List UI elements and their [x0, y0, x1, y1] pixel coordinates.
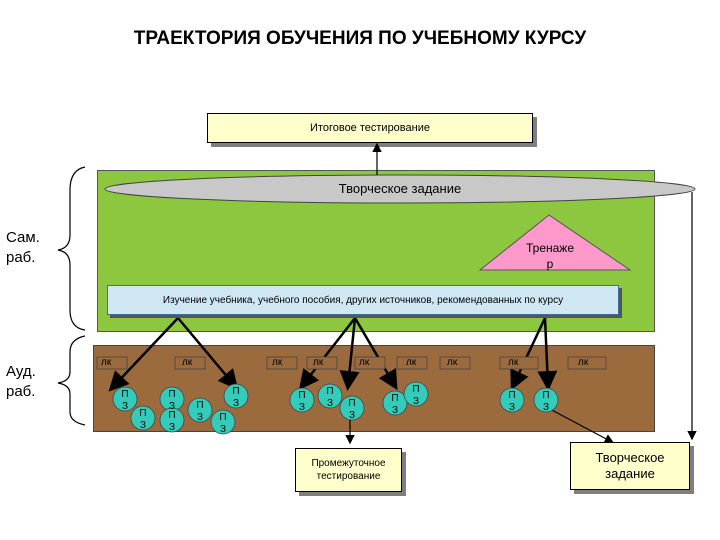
pz-circle — [403, 381, 429, 407]
pz-top: П — [298, 390, 306, 401]
pz-circle — [187, 397, 213, 423]
pz-top: П — [542, 390, 550, 401]
creative-task-box-label: Творческое задание — [595, 450, 665, 481]
pz-bottom: З — [168, 422, 176, 433]
creative-task-oval — [104, 174, 696, 204]
class-work-line2: раб. — [6, 383, 36, 400]
final-test-box: Итоговое тестирование — [207, 113, 533, 143]
pz-top: П — [326, 386, 334, 397]
pz-circle — [533, 387, 559, 413]
pz-circle — [112, 386, 138, 412]
study-materials-box: Изучение учебника, учебного пособия, дру… — [107, 285, 619, 315]
creative-task-oval-label: Творческое задание — [338, 181, 462, 196]
lecture-label: лк — [313, 357, 324, 368]
lecture-label: лк — [447, 357, 458, 368]
pz-bottom: З — [542, 402, 550, 413]
pz-top: П — [508, 390, 516, 401]
pz-top: П — [168, 389, 176, 400]
lecture-label: лк — [101, 357, 112, 368]
pz-top: П — [232, 386, 240, 397]
self-work-line1: Сам. — [6, 229, 40, 246]
trainer-line1: Тренаже — [525, 241, 574, 255]
lecture-label: лк — [359, 357, 370, 368]
pz-top: П — [139, 408, 147, 419]
pz-circle — [499, 387, 525, 413]
pz-circle — [130, 405, 156, 431]
pz-bottom: З — [168, 401, 176, 412]
creative-task-box: Творческое задание — [570, 442, 690, 490]
pz-bottom: З — [139, 420, 147, 431]
final-test-label: Итоговое тестирование — [310, 122, 430, 134]
pz-top: П — [412, 384, 420, 395]
pz-bottom: З — [412, 396, 420, 407]
pz-circle — [289, 387, 315, 413]
pz-bottom: З — [326, 398, 334, 409]
intermediate-test-box: Промежуточное тестирование — [295, 448, 402, 492]
pz-bottom: З — [232, 398, 240, 409]
class-work-brace — [57, 335, 86, 426]
pz-top: П — [391, 393, 399, 404]
trainer-triangle — [478, 214, 632, 271]
pz-circle — [159, 407, 185, 433]
lecture-label: лк — [508, 357, 519, 368]
lecture-label: лк — [578, 357, 589, 368]
pz-bottom: З — [196, 412, 204, 423]
pz-bottom: З — [508, 402, 516, 413]
pz-top: П — [168, 410, 176, 421]
self-work-line2: раб. — [6, 249, 36, 266]
trainer-label: Тренаже р — [515, 240, 585, 272]
pz-bottom: З — [298, 402, 306, 413]
pz-top: П — [219, 412, 227, 423]
self-work-label: Сам. раб. — [6, 228, 40, 268]
pz-top: П — [196, 400, 204, 411]
pz-bottom: З — [121, 401, 129, 412]
pz-circle — [317, 383, 343, 409]
pz-bottom: З — [391, 405, 399, 416]
self-work-brace — [57, 166, 86, 331]
diagram-title: ТРАЕКТОРИЯ ОБУЧЕНИЯ ПО УЧЕБНОМУ КУРСУ — [133, 28, 587, 49]
pz-top: П — [121, 389, 129, 400]
lecture-label: лк — [272, 357, 283, 368]
pz-circle — [223, 383, 249, 409]
lecture-label: лк — [182, 357, 193, 368]
pz-bottom: З — [348, 410, 356, 421]
class-work-line1: Ауд. — [6, 363, 36, 380]
study-materials-label: Изучение учебника, учебного пособия, дру… — [162, 294, 564, 306]
intermediate-test-label: Промежуточное тестирование — [311, 458, 386, 482]
pz-circle — [339, 395, 365, 421]
pz-circle — [210, 409, 236, 435]
pz-circle — [382, 390, 408, 416]
pz-bottom: З — [219, 424, 227, 435]
lecture-label: лк — [406, 357, 417, 368]
class-work-label: Ауд. раб. — [6, 362, 36, 402]
pz-top: П — [348, 398, 356, 409]
trainer-line2: р — [546, 257, 554, 271]
